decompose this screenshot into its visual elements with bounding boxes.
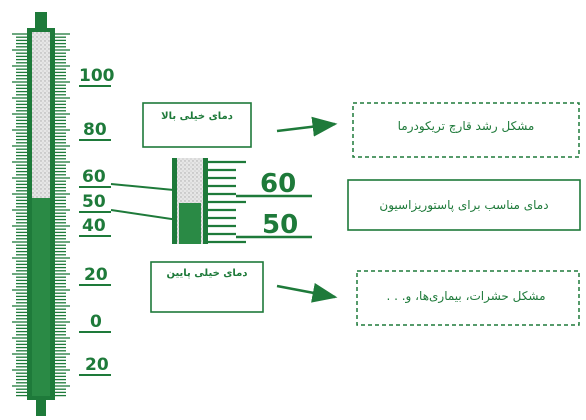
thermometer-left-ticks: [12, 33, 27, 397]
thermometer-scale: 100 80 60 50 40 20 0 20: [79, 66, 115, 376]
zoom-tube-left: [172, 158, 177, 244]
zoom-ticks: [208, 160, 246, 244]
low-temp-label: دمای خیلی پایین: [166, 268, 247, 279]
zoom-tube-right: [203, 158, 208, 244]
thermometer-right-ticks: [55, 33, 70, 397]
scale-label-50: 50: [82, 192, 106, 212]
arrow-high: [276, 116, 338, 137]
zoom-label-50: 50: [262, 210, 298, 240]
scale-label-20: 20: [84, 265, 108, 285]
scale-label-0: 0: [90, 312, 102, 332]
zoom-liquid: [179, 203, 201, 244]
thermometer-liquid-column: [32, 198, 50, 396]
low-problem-box: مشکل حشرات، بیماری‌ها، و. . .: [356, 270, 580, 326]
pasteurization-label: دمای مناسب برای پاستوریزاسیون: [379, 198, 548, 213]
scale-label-80: 80: [83, 120, 107, 140]
low-problem-label: مشکل حشرات، بیماری‌ها، و. . .: [386, 289, 545, 304]
arrow-low: [276, 282, 338, 303]
low-temp-box: دمای خیلی پایین: [150, 261, 264, 313]
scale-label-40: 40: [82, 216, 106, 236]
zoom-inset: 60 50: [172, 158, 312, 244]
scale-label-60: 60: [82, 167, 106, 187]
thermometer-glass: [32, 32, 50, 198]
zoom-label-60: 60: [260, 169, 296, 199]
high-temp-label: دمای خیلی بالا: [161, 111, 233, 122]
high-problem-label: مشکل رشد قارچ تریکودرما: [398, 119, 535, 134]
pasteurization-box: دمای مناسب برای پاستوریزاسیون: [347, 179, 581, 231]
thermometer-bottom-stem: [36, 398, 46, 416]
high-problem-box: مشکل رشد قارچ تریکودرما: [352, 102, 580, 158]
scale-label-100: 100: [79, 66, 115, 86]
high-temp-box: دمای خیلی بالا: [142, 102, 252, 148]
thermometer-top-cap: [35, 12, 47, 32]
thermometer: [12, 12, 70, 416]
scale-label-minus-20: 20: [85, 355, 109, 375]
